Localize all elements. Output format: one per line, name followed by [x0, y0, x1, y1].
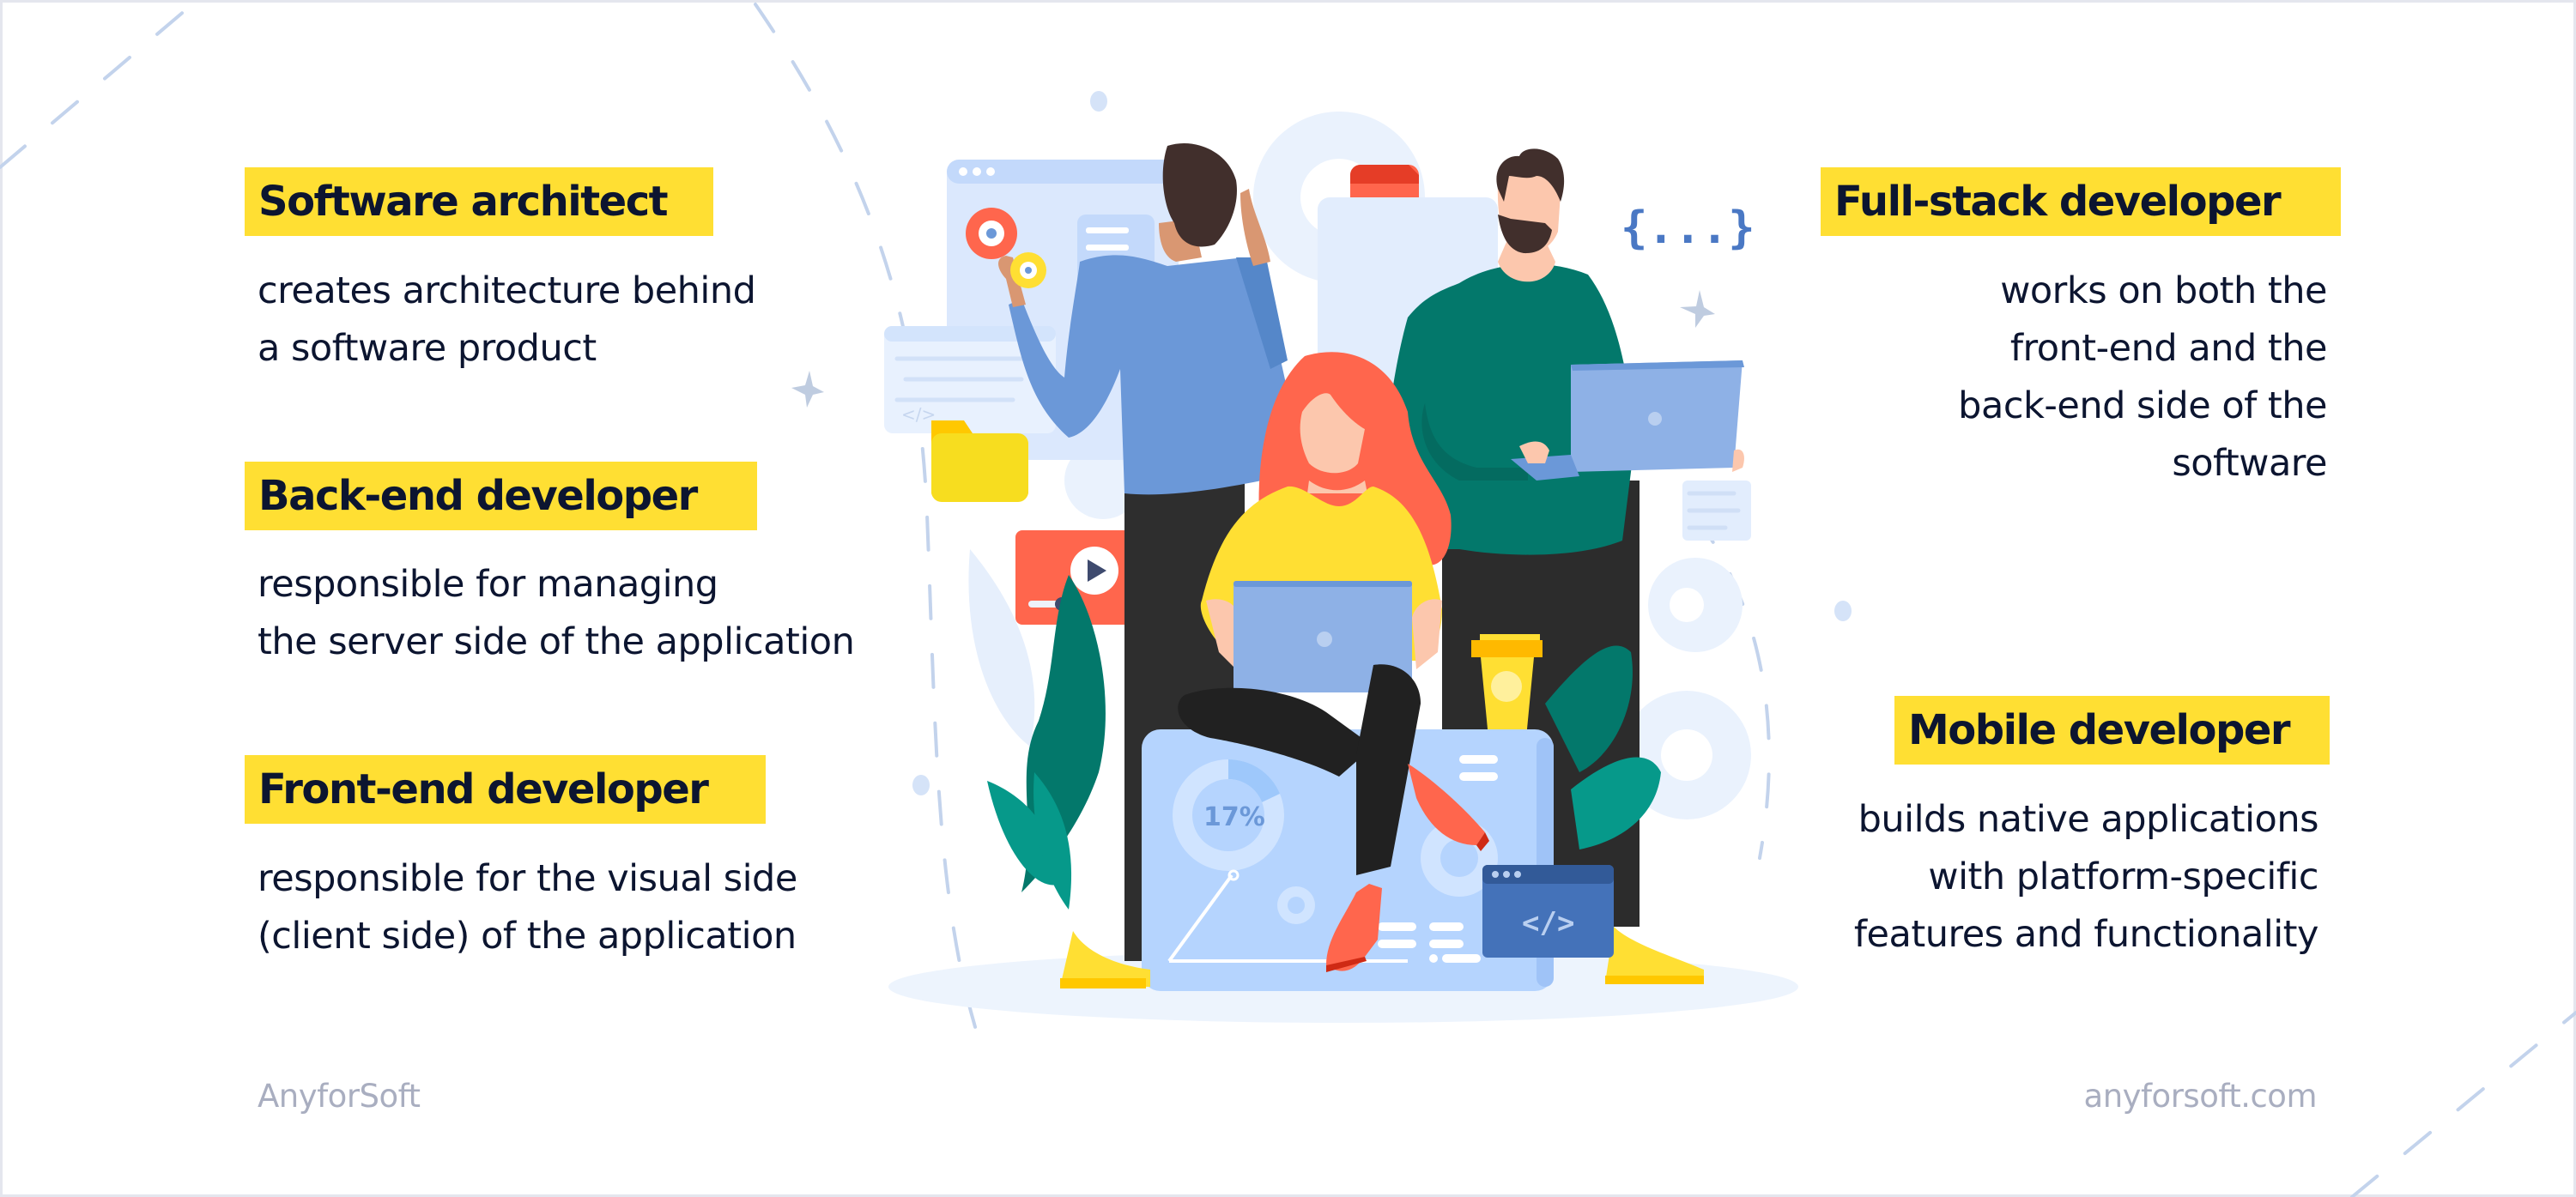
description-line: front-end and the [2009, 327, 2328, 370]
description-line: with platform-specific [1928, 855, 2318, 898]
role-description-mobile-developer: builds native applications with platform… [1853, 791, 2319, 964]
description-line: back-end side of the [1958, 384, 2327, 427]
star-icon [1680, 290, 1715, 328]
description-line: works on both the [2000, 269, 2327, 312]
code-card-icon: </> [884, 326, 1056, 433]
role-description-software-architect: creates architecture behind a software p… [258, 263, 756, 378]
brand-name: AnyforSoft [258, 1078, 421, 1115]
folder-icon [931, 420, 1028, 502]
description-line: responsible for the visual side [258, 857, 797, 900]
description-line: (client side) of the application [258, 915, 797, 958]
website-link[interactable]: anyforsoft.com [2083, 1078, 2318, 1115]
star-icon [791, 371, 824, 408]
svg-text:</>: </> [1522, 906, 1574, 940]
role-title-back-end-developer: Back-end developer [245, 462, 757, 530]
code-window-icon: </> [1482, 865, 1614, 958]
curly-braces-icon: {...} [1621, 203, 1755, 254]
description-line: responsible for managing [258, 563, 718, 606]
description-line: builds native applications [1858, 798, 2319, 841]
description-line: features and functionality [1853, 913, 2319, 956]
role-title-front-end-developer: Front-end developer [245, 755, 766, 824]
role-description-full-stack-developer: works on both the front-end and the back… [1958, 263, 2327, 493]
svg-text:</>: </> [901, 404, 936, 425]
description-line: the server side of the application [258, 620, 855, 663]
role-title-software-architect: Software architect [245, 167, 713, 236]
role-description-back-end-developer: responsible for managing the server side… [258, 556, 855, 671]
coffee-cup-icon [1471, 634, 1543, 738]
svg-text:17%: 17% [1203, 802, 1265, 832]
role-title-mobile-developer: Mobile developer [1894, 696, 2330, 765]
description-line: creates architecture behind [258, 269, 756, 312]
description-line: a software product [258, 327, 597, 370]
laptop-icon [1511, 360, 1744, 481]
woman-yellow-shirt [1060, 352, 1704, 988]
description-line: software [2172, 442, 2327, 485]
plant-icon [987, 575, 1661, 910]
gear-icon [966, 208, 1046, 288]
role-description-front-end-developer: responsible for the visual side (client … [258, 850, 797, 965]
role-title-full-stack-developer: Full-stack developer [1821, 167, 2341, 236]
laptop-icon [1233, 581, 1412, 692]
